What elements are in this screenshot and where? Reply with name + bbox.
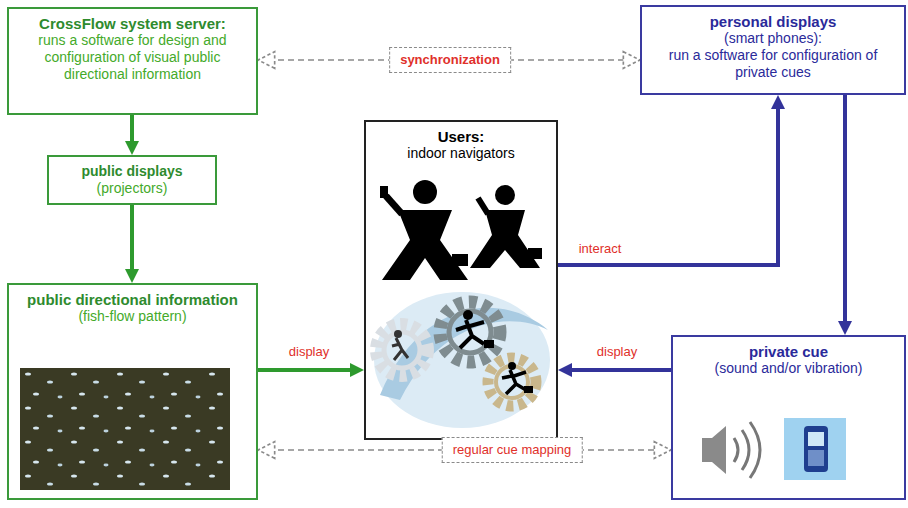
edge-label: display	[593, 343, 641, 361]
node-text: indoor navigators	[374, 145, 548, 162]
node-title: personal displays	[650, 13, 896, 30]
node-text: (sound and/or vibration)	[681, 360, 896, 377]
users-box: Users:indoor navigators	[364, 120, 558, 440]
device-box: personal displays(smart phones):run a so…	[640, 5, 906, 95]
edge-label: synchronization	[389, 47, 511, 73]
node-title: private cue	[681, 343, 896, 360]
process-box: public displays(projectors)	[47, 155, 217, 205]
image-box: public directional information(fish-flow…	[7, 283, 258, 500]
flow-arrow	[558, 103, 778, 265]
node-text: (projectors)	[57, 180, 207, 197]
node-title: Users:	[374, 128, 548, 145]
edge-label: interact	[575, 240, 626, 258]
phone-icon	[784, 418, 846, 480]
edge-label: display	[285, 343, 333, 361]
node-text: runs a software for design and configura…	[17, 32, 248, 83]
node-text: (fish-flow pattern)	[17, 308, 248, 325]
flow-arrow	[130, 115, 134, 147]
node-title: public displays	[57, 163, 207, 180]
speaker-icon	[702, 422, 760, 478]
flow-arrow	[130, 205, 134, 275]
fish-flow-image	[20, 368, 230, 490]
node-title: public directional information	[17, 291, 248, 308]
node-title: CrossFlow system server:	[17, 15, 248, 32]
users-illustration	[374, 180, 550, 428]
server-box: CrossFlow system server:runs a software …	[7, 7, 258, 115]
node-text: run a software for configuration of priv…	[650, 47, 896, 81]
flow-arrow	[843, 95, 847, 327]
cue-box: private cue(sound and/or vibration)	[671, 335, 906, 500]
flow-arrow	[258, 368, 356, 372]
flow-arrow	[566, 368, 671, 372]
edge-label: regular cue mapping	[442, 437, 583, 463]
node-text: (smart phones):	[650, 30, 896, 47]
